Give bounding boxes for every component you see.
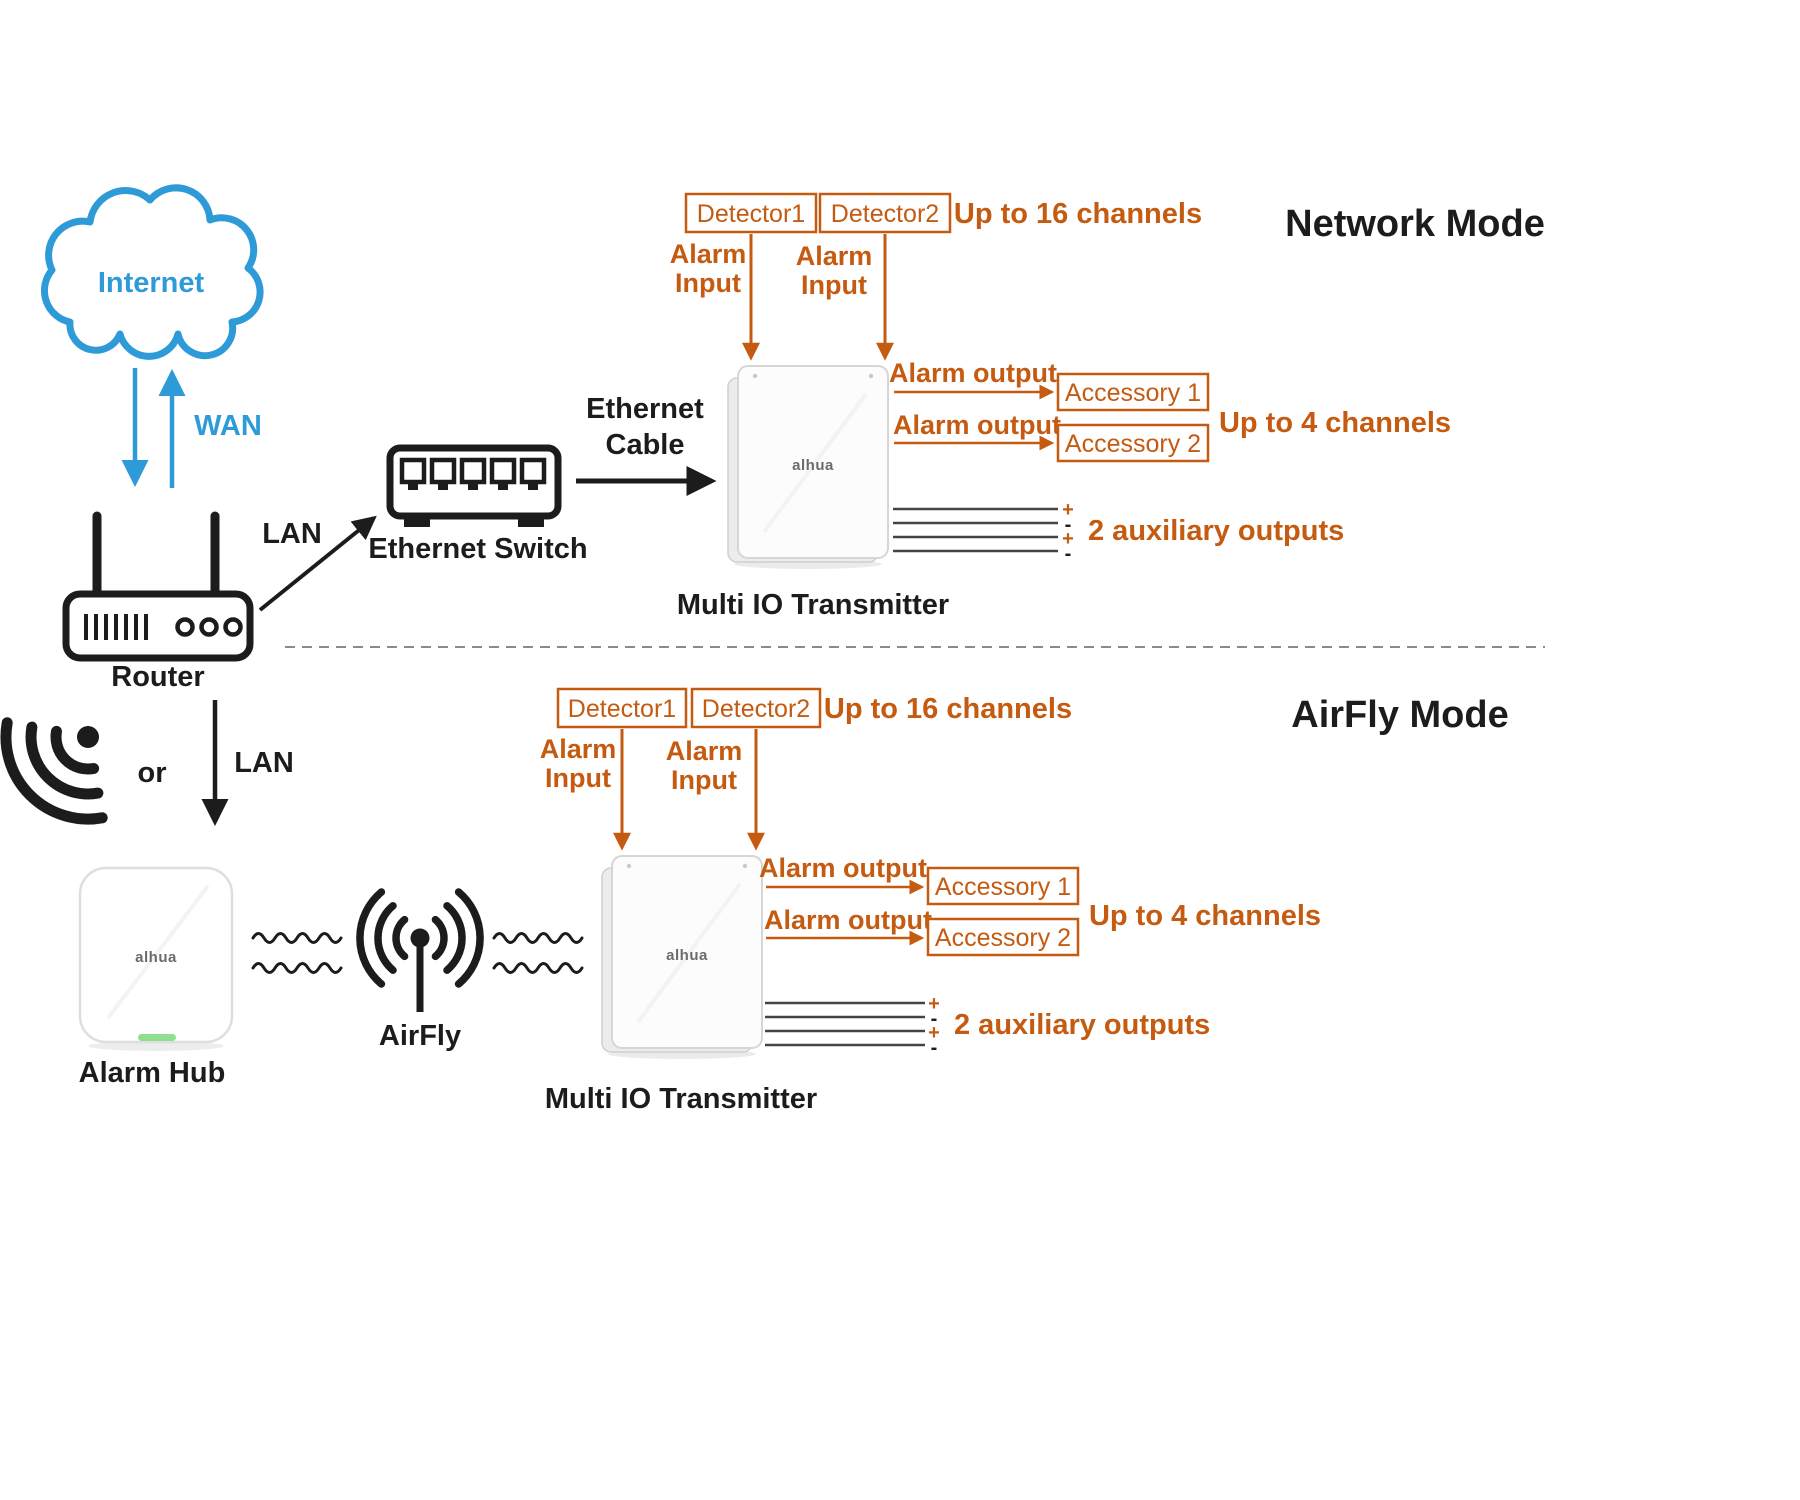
up-to-16-channels-bottom: Up to 16 channels — [824, 693, 1072, 725]
device-logo-hub: alhua — [135, 949, 177, 966]
alarm-output-label1-top: Alarm output — [889, 358, 1057, 388]
switch-foot — [518, 514, 544, 527]
detector2-box-bottom — [690, 687, 822, 729]
alarm-output-label2-top: Alarm output — [893, 410, 1061, 440]
accessory1-label-top: Accessory 1 — [1065, 379, 1201, 407]
aux-minus1-top: - — [1065, 514, 1072, 536]
alarm-output-label1-bottom: Alarm output — [759, 853, 927, 883]
ethernet-switch-icon — [386, 444, 562, 527]
device-logo-bottom: alhua — [666, 947, 708, 964]
lan-label-bottom: LAN — [234, 747, 294, 779]
alarm-input-label1b-top: Input — [675, 268, 741, 298]
router-label: Router — [111, 661, 204, 693]
detector2-box-top — [818, 192, 952, 234]
accessory1-box-bottom — [926, 866, 1080, 906]
aux-output-wires-top — [893, 507, 1058, 553]
router-body — [62, 590, 254, 662]
internet-label: Internet — [98, 267, 205, 299]
aux-output-wires-bottom — [765, 1001, 925, 1047]
switch-foot — [404, 514, 430, 527]
switch-port-tabs — [408, 484, 538, 490]
alarm-input-label1-top: Alarm — [670, 239, 747, 269]
up-to-4-channels-top: Up to 4 channels — [1219, 407, 1451, 439]
switch-ports — [399, 457, 547, 485]
router-led — [199, 617, 219, 637]
or-label: or — [138, 757, 167, 789]
aux-minus2-bottom: - — [931, 1037, 938, 1059]
aux-plus2-bottom: + — [928, 1022, 940, 1044]
transmitter-label-top: Multi IO Transmitter — [677, 589, 949, 621]
router-led — [175, 617, 195, 637]
detector2-label-top: Detector2 — [831, 200, 939, 228]
lan-label-top: LAN — [262, 518, 322, 550]
wan-label: WAN — [194, 410, 262, 442]
wifi-icon — [0, 717, 108, 825]
alarm-input-label2b-bottom: Input — [671, 765, 737, 795]
alarm-hub-image — [78, 866, 234, 1051]
detector1-box-top — [684, 192, 818, 234]
aux-minus1-bottom: - — [931, 1008, 938, 1030]
detector1-box-bottom — [556, 687, 688, 729]
device-logo-top: alhua — [792, 457, 834, 474]
aux-plus1-top: + — [1062, 499, 1074, 521]
wifi-dot — [77, 726, 99, 748]
ethernet-cable-label-line2: Cable — [606, 429, 685, 461]
lan-arrow-top — [258, 515, 377, 612]
router-icon — [62, 511, 254, 662]
aux-plus1-bottom: + — [928, 993, 940, 1015]
aux-minus2-top: - — [1065, 543, 1072, 565]
network-mode-title: Network Mode — [1285, 203, 1545, 245]
detector1-label-bottom: Detector1 — [568, 695, 676, 723]
up-to-4-channels-bottom: Up to 4 channels — [1089, 900, 1321, 932]
accessory2-box-top — [1056, 423, 1210, 463]
aux-plus2-top: + — [1062, 528, 1074, 550]
accessory2-label-bottom: Accessory 2 — [935, 924, 1071, 952]
accessory2-label-top: Accessory 2 — [1065, 430, 1201, 458]
transmitter-label-bottom: Multi IO Transmitter — [545, 1083, 817, 1115]
alarm-output-label2-bottom: Alarm output — [764, 905, 932, 935]
alarm-input-label1-bottom: Alarm — [540, 734, 617, 764]
alarm-input-label2b-top: Input — [801, 270, 867, 300]
alarm-input-label1b-bottom: Input — [545, 763, 611, 793]
radio-waves-left — [251, 932, 343, 974]
airfly-mode-title: AirFly Mode — [1291, 694, 1508, 736]
ethernet-cable-label-line1: Ethernet — [586, 393, 704, 425]
alarm-input-label2-bottom: Alarm — [666, 736, 743, 766]
alarm-hub-label: Alarm Hub — [79, 1057, 226, 1089]
alarm-hub-led — [138, 1034, 176, 1041]
alarm-input-label2-top: Alarm — [796, 241, 873, 271]
internet-cloud-icon — [40, 184, 264, 360]
airfly-label: AirFly — [379, 1020, 461, 1052]
aux-outputs-label-top: 2 auxiliary outputs — [1088, 515, 1344, 547]
detector1-label-top: Detector1 — [697, 200, 805, 228]
airfly-antenna-icon — [356, 888, 484, 1012]
accessory2-box-bottom — [926, 917, 1080, 957]
ethernet-switch-label: Ethernet Switch — [368, 533, 587, 565]
detector2-label-bottom: Detector2 — [702, 695, 810, 723]
radio-waves-right — [492, 932, 584, 974]
accessory1-label-bottom: Accessory 1 — [935, 873, 1071, 901]
router-grille — [84, 614, 148, 640]
up-to-16-channels-top: Up to 16 channels — [954, 198, 1202, 230]
accessory1-box-top — [1056, 372, 1210, 412]
aux-outputs-label-bottom: 2 auxiliary outputs — [954, 1009, 1210, 1041]
router-led — [223, 617, 243, 637]
